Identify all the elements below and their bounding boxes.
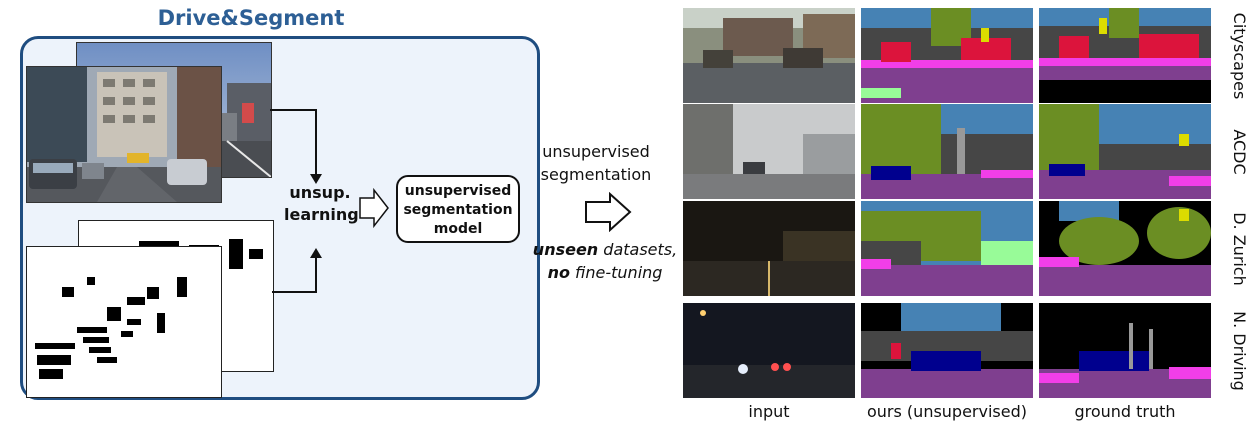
gt-dzurich: [1039, 201, 1211, 296]
learning-line-1: unsup.: [289, 183, 351, 202]
unseen-datasets-label: unseen datasets, no fine-tuning: [530, 238, 680, 284]
row-label-ndriving: N. Driving: [1230, 311, 1249, 391]
big-block-arrow: [585, 192, 632, 232]
col-label-input: input: [748, 402, 790, 421]
ours-cityscapes: [861, 8, 1033, 103]
input-dzurich: [683, 201, 855, 296]
unsupervised-segmentation-label: unsupervised segmentation: [532, 140, 660, 186]
gt-cityscapes: [1039, 8, 1211, 103]
learning-line-2: learning: [284, 205, 359, 224]
col-label-gt: ground truth: [1074, 402, 1176, 421]
gt-ndriving: [1039, 303, 1211, 398]
input-ndriving: [683, 303, 855, 398]
no-rest: fine-tuning: [569, 263, 663, 282]
unseen-rest: datasets,: [598, 240, 678, 259]
no-bold: no: [547, 263, 570, 282]
mid-line-1: unsupervised: [542, 142, 650, 161]
segmentation-model-box: unsupervised segmentation model: [396, 175, 520, 243]
flow-arrows: [270, 109, 389, 293]
mid-line-2: segmentation: [540, 165, 652, 184]
row-label-acdc: ACDC: [1230, 129, 1249, 175]
model-line-1: unsupervised: [404, 183, 512, 199]
gt-acdc: [1039, 104, 1211, 199]
input-cityscapes: [683, 8, 855, 103]
row-label-dzurich: D. Zurich: [1230, 212, 1249, 286]
col-label-ours: ours (unsupervised): [867, 402, 1027, 421]
lidar-image-front: [26, 246, 222, 398]
row-label-cityscapes: Cityscapes: [1230, 12, 1249, 100]
ours-acdc: [861, 104, 1033, 199]
unsup-learning-label: unsup. learning: [284, 182, 359, 226]
input-acdc: [683, 104, 855, 199]
camera-image-front: [26, 66, 222, 203]
ours-ndriving: [861, 303, 1033, 398]
ours-dzurich: [861, 201, 1033, 296]
model-line-2: segmentation: [403, 202, 513, 218]
model-line-3: model: [433, 221, 483, 237]
diagram-title: Drive&Segment: [157, 6, 345, 30]
unseen-bold: unseen: [532, 240, 599, 259]
